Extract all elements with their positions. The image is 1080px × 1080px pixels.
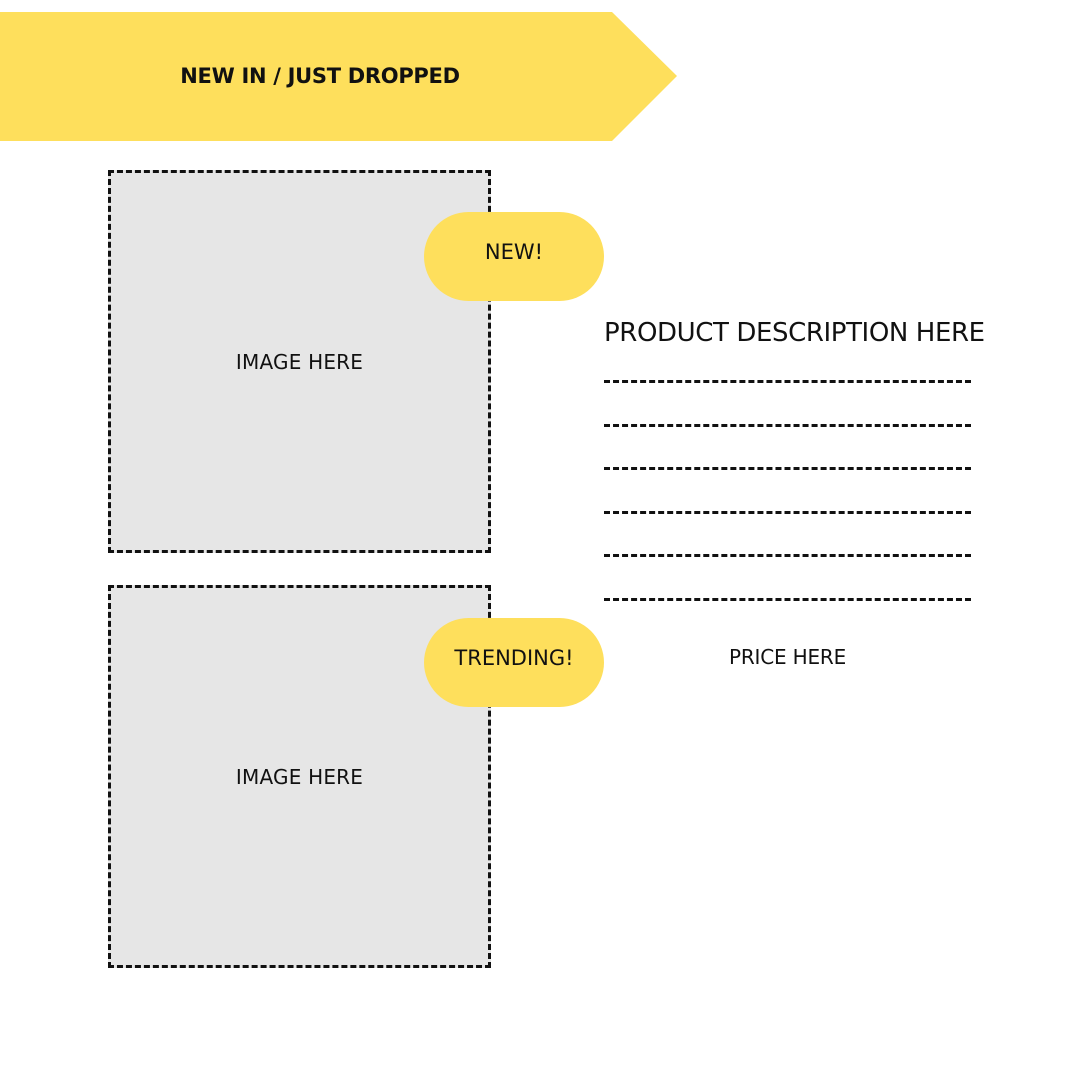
- description-line: [604, 424, 971, 427]
- trending-badge: TRENDING!: [424, 618, 604, 707]
- description-line: [604, 380, 971, 383]
- description-line: [604, 467, 971, 470]
- price-label: PRICE HERE: [728, 645, 847, 669]
- banner-arrow-shape: [0, 12, 677, 141]
- image-placeholder-label: IMAGE HERE: [235, 349, 364, 374]
- image-placeholder-label: IMAGE HERE: [235, 764, 364, 789]
- description-line: [604, 511, 971, 514]
- header-banner: NEW IN / JUST DROPPED: [0, 12, 678, 141]
- banner-title: NEW IN / JUST DROPPED: [180, 64, 460, 88]
- product-description-title: PRODUCT DESCRIPTION HERE: [604, 318, 985, 348]
- new-badge: NEW!: [424, 212, 604, 301]
- description-line: [604, 598, 971, 601]
- product-image-placeholder-1: IMAGE HERE: [108, 170, 491, 553]
- description-line: [604, 554, 971, 557]
